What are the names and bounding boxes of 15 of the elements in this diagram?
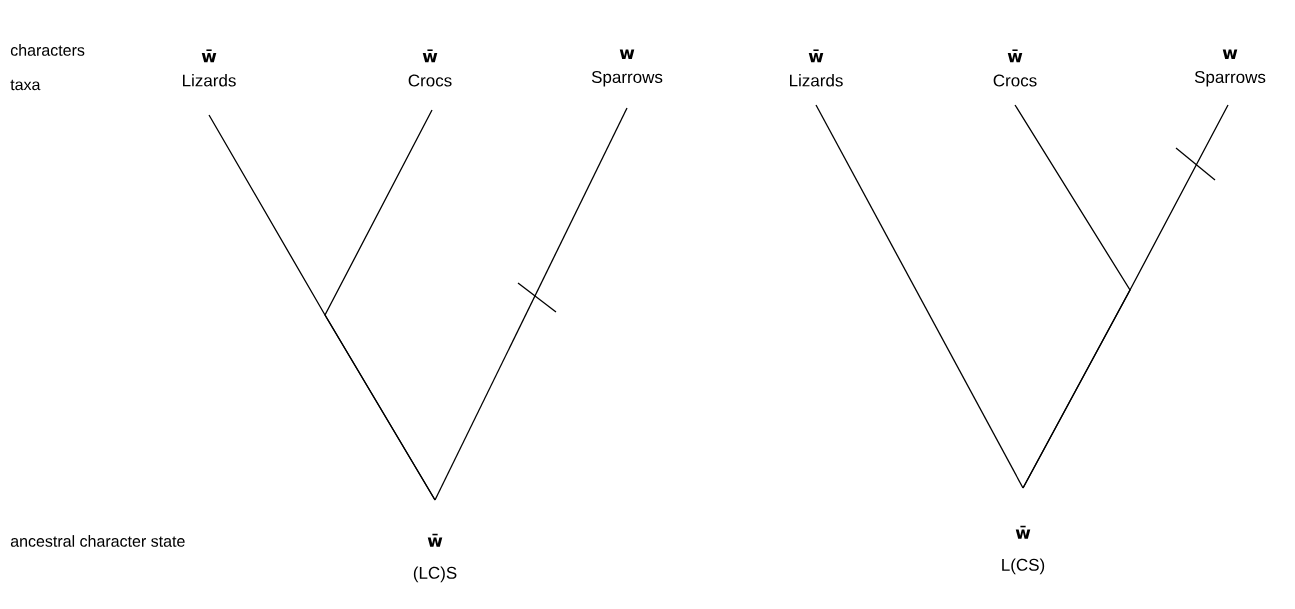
tree-branch xyxy=(324,109,436,501)
tree-branch xyxy=(815,104,1024,489)
row-label: taxa xyxy=(10,79,41,91)
taxon-label: w̄ Crocs xyxy=(993,49,1037,87)
tree-branch xyxy=(1022,104,1229,489)
row-label: ancestral character state xyxy=(10,535,185,547)
ancestor-label: w̄ L(CS) xyxy=(1002,525,1045,575)
taxon-label: w Sparrows xyxy=(591,49,663,87)
taxon-label: w̄ Lizards xyxy=(183,49,236,87)
taxon-label: w Sparrows xyxy=(1194,49,1266,87)
taxon-label: w̄ Crocs xyxy=(408,49,452,87)
ancestor-label: w̄ (LC)S xyxy=(413,533,457,583)
row-label: characters xyxy=(10,44,85,56)
tree-branch xyxy=(434,107,628,501)
taxon-label: w̄ Lizards xyxy=(790,49,843,87)
